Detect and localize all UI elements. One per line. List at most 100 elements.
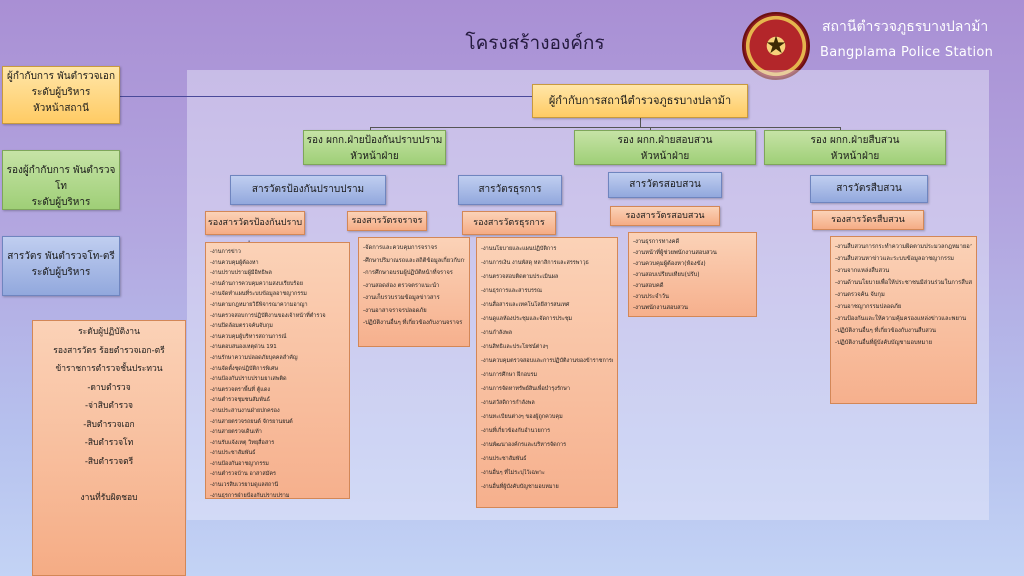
box-text: ระดับผู้บริหาร [31, 197, 91, 208]
duty-item: -งานตอบสนองเหตุด่วน 191 [210, 344, 277, 351]
duty-item: -งานพนักงานสอบสวน [633, 305, 688, 311]
duty-item: -งานทะเบียนต่างๆ ของผู้ถูกควบคุม [481, 414, 563, 420]
duty-item: -งานอื่นๆ ที่ไม่ระบุไว้เฉพาะ [481, 470, 545, 476]
inspector-patrol-box: สารวัตรป้องกันปราบปราม [230, 175, 386, 205]
duty-item: -งานตรวจสอบติดตามประเมินผล [481, 274, 559, 280]
box-text: -จ่าสิบตำรวจ [84, 401, 134, 411]
duty-item: -งานควบคุมตรวจสอบและการปฏิบัติงานของข้าร… [481, 358, 613, 364]
connector-line [370, 127, 840, 128]
duty-item: -ปฏิบัติงานอื่นๆ ที่เกี่ยวข้องกับงานจราจ… [363, 320, 463, 326]
deputy-inspector-patrol-box: รองสารวัตรป้องกันปราบปราม [205, 211, 305, 250]
duty-item: -จัดการและควบคุมการจราจร [363, 245, 438, 251]
duty-item: -งานธุรการฝ่ายป้องกันปราบปราม [210, 492, 290, 499]
connector-line [640, 118, 641, 128]
connector-line [370, 127, 371, 130]
duty-item: -งานสอดส่อง ตรวจตราแนะนำ [363, 282, 440, 289]
box-text: รองสารวัตร ร้อยตำรวจเอก-ตรี [53, 345, 165, 356]
duty-item: -งานป้องกันอาชญากรรม [210, 460, 269, 467]
duty-item: -งานควบคุมผู้บริหารสถานการณ์ [210, 333, 287, 340]
duty-item: -งานประชาสัมพันธ์ [481, 456, 527, 462]
connector-line [120, 96, 532, 97]
inspector-intelligence-box: สารวัตรสืบสวน [810, 175, 928, 203]
duty-item: -งานกำลังพล [481, 330, 512, 336]
duty-item: -งานด้านนโยบายเพื่อให้ประชาชนมีส่วนร่วมใ… [835, 280, 972, 286]
duties-patrol-list: -งานการข่าว -งานควบคุมผู้ต้องหา -งานปราบปร… [205, 242, 350, 499]
duty-item: -งานควบคุมผู้ต้องหา [210, 259, 259, 266]
box-text: หัวหน้าสถานี [33, 103, 89, 114]
duty-item: -งานธุรการทางคดี [633, 239, 680, 245]
duty-item: -งานหน้าที่ผู้ช่วยพนักงานสอบสวน [633, 250, 717, 256]
duty-item: -ปฏิบัติงานอื่นๆ ที่เกี่ยวข้องกับงานสืบส… [835, 328, 937, 334]
duty-item: -งานการจัดหาทรัพย์สินเพื่อบำรุงรักษา [481, 386, 570, 392]
chief-box: ผู้กำกับการสถานีตำรวจภูธรบางปลาม้า [532, 84, 748, 118]
box-text: หัวหน้าฝ่าย [350, 151, 399, 162]
duty-item: -ปฏิบัติงานอื่นที่ผู้บังคับบัญชามอบหมาย [835, 340, 932, 346]
duty-item: -งานสืบสวนหาข่าวและระบบข้อมูลอาชญากรรม [835, 256, 954, 262]
duty-item: -งานนโยบายและแผนปฏิบัติการ [481, 246, 557, 252]
duty-item: -งานด้านการควบคุมความสงบเรียบร้อย [210, 280, 303, 287]
box-text: หัวหน้าฝ่าย [830, 151, 880, 162]
duty-item: -งานการศึกษา ฝึกอบรม [481, 372, 538, 378]
deputy-investigation-box: รอง ผกก.ฝ่ายสอบสวน หัวหน้าฝ่าย [574, 130, 756, 165]
deputy-inspector-investigation-box: รองสารวัตรสอบสวน [610, 206, 720, 226]
box-text: -สิบตำรวจโท [84, 438, 134, 448]
left-box-inspector: สารวัตร พันตำรวจโท-ตรี ระดับผู้บริหาร [2, 236, 120, 296]
duty-item: -งานประจำวัน [633, 294, 669, 300]
duty-item: -งานสืบสวนการกระทำความผิดตามประมวลกฎหมาย… [835, 244, 972, 250]
duty-item: -งานจัดทำแผนที่ระบบข้อมูลอาชญากรรม [210, 291, 307, 298]
deputy-inspector-intelligence-box: รองสารวัตรสืบสวน [812, 210, 924, 230]
left-box-chief: ผู้กำกับการ พันตำรวจเอก ระดับผู้บริหาร ห… [2, 66, 120, 124]
duty-item: -งานรับแจ้งเหตุ วิทยุสื่อสาร [210, 439, 275, 446]
duty-item: -งานการข่าว [210, 249, 241, 255]
duty-item: -งานป้องกันและให้ความคุ้มครองแหล่งข่าวแล… [835, 316, 967, 322]
box-text: สารวัตร พันตำรวจโท-ตรี [7, 251, 115, 262]
duty-item: -งานรักษาความปลอดภัยบุคคลสำคัญ [210, 354, 298, 361]
duty-item: -งานประสานงานฝ่ายปกครอง [210, 407, 280, 414]
duty-item: -งานธุรการและสารบรรณ [481, 288, 542, 294]
duty-item: -งานตามกฎหมายวิธีพิจารณาความอาญา [210, 301, 308, 308]
deputy-inspector-admin-box: รองสารวัตรธุรการ [462, 211, 556, 235]
box-text: ระดับผู้ปฏิบัติงาน [78, 327, 140, 337]
duty-item: -งานป้องกันปราบปรามยาเสพติด [210, 376, 287, 383]
box-text: รอง ผกก.ฝ่ายป้องกันปราบปราม [306, 135, 443, 146]
box-text: รอง ผกก.ฝ่ายสอบสวน [617, 135, 713, 146]
box-text: ข้าราชการตำรวจชั้นประทวน [55, 364, 163, 374]
duty-item: -งานเก็บรวบรวมข้อมูลข่าวสาร [363, 295, 440, 301]
duty-item: -งานควบคุมผู้ต้องหา(ห้องขัง) [633, 261, 706, 267]
duty-item: -งานอาชญากรรมปลอดภัย [835, 304, 902, 310]
box-text: รอง ผกก.ฝ่ายสืบสวน [810, 135, 900, 146]
duty-item: -งานตรวจสอบการปฏิบัติงานของเจ้าหน้าที่ตำ… [210, 312, 326, 319]
duty-item: -งานปิดล้อมตรวจค้นจับกุม [210, 323, 273, 330]
left-box-deputy: รองผู้กำกับการ พันตำรวจโท ระดับผู้บริหาร [2, 150, 120, 210]
duty-item: -งานตรวจตราพื้นที่ ตู้แดง [210, 386, 271, 393]
duty-item: -งานปราบปรามผู้มีอิทธิพล [210, 270, 272, 277]
connector-line [840, 127, 841, 130]
duties-traffic-list: -จัดการและควบคุมการจราจร-ศึกษาปริมาณรถแล… [358, 237, 470, 347]
box-text: รองผู้กำกับการ พันตำรวจโท [6, 165, 116, 192]
duty-item: -งานพัฒนาองค์กรและบริหารจัดการ [481, 442, 567, 448]
duty-item: -งานสายตรวจรถยนต์ จักรยานยนต์ [210, 418, 293, 425]
duty-item: -งานอาสาจราจรปลอดภัย [363, 307, 427, 314]
duty-item: -งานสอบเปรียบเทียบ(ปรับ) [633, 272, 700, 278]
duty-item: -งานการเงิน งานพัสดุ หลาสิการและสรรพาวุธ [481, 260, 589, 266]
duty-item: -งานสื่อสารและเทคโนโลยีสารสนเทศ [481, 302, 570, 308]
duty-item: -งานตำรวจบ้าน อาสาสมัคร [210, 471, 276, 478]
duty-item: -งานเวรสิบเวรยามดูแลสถานี [210, 482, 279, 489]
left-box-operators: ระดับผู้ปฏิบัติงาน รองสารวัตร ร้อยตำรวจเ… [32, 320, 186, 576]
station-name-en: Bangplama Police Station [820, 45, 994, 60]
box-text: หัวหน้าฝ่าย [640, 151, 690, 162]
duty-item: -งานที่เกี่ยวข้องกับอำนวยการ [481, 428, 551, 434]
duty-item: -งานประชาสัมพันธ์ [210, 450, 256, 457]
duty-item: -งานตรวจค้น จับกุม [835, 292, 885, 298]
station-name-th: สถานีตำรวจภูธรบางปลาม้า [822, 19, 989, 35]
duty-item: -การศึกษาอบรมผู้ปฏิบัติหน้าที่จราจร [363, 270, 453, 276]
box-text: -สิบตำรวจตรี [84, 456, 134, 467]
deputy-inspector-traffic-box: รองสารวัตรจราจร [347, 211, 427, 231]
duty-item: -งานสายตรวจเดินเท้า [210, 429, 262, 436]
box-text: งานที่รับผิดชอบ [80, 493, 138, 503]
connector-line [650, 127, 651, 130]
duties-intelligence-list: -งานสืบสวนการกระทำความผิดตามประมวลกฎหมาย… [830, 236, 977, 404]
duty-item: -งานจากแหล่งสืบสวน [835, 268, 890, 274]
duties-investigation-list: -งานธุรการทางคดี -งานหน้าที่ผู้ช่วยพนักงา… [628, 232, 757, 317]
box-text: ระดับผู้บริหาร [31, 87, 91, 98]
